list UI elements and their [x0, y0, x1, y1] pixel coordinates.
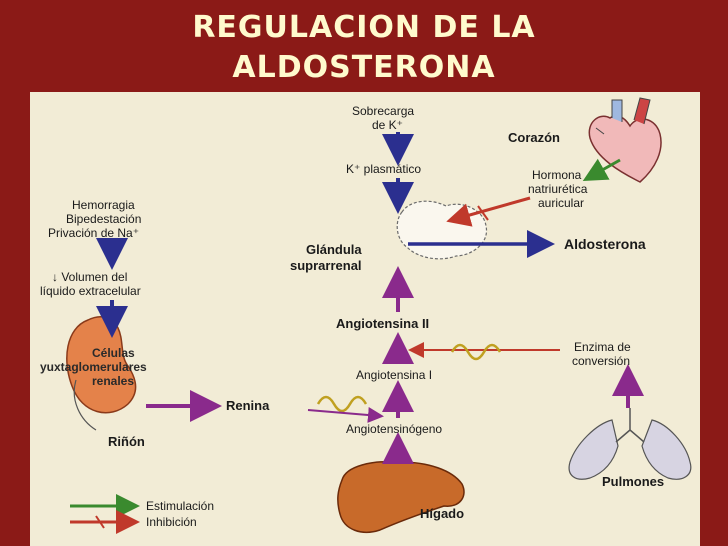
lungs-icon: [568, 408, 692, 480]
arrow-heart-to-anp: [582, 158, 621, 181]
label-k-overload-1: Sobrecarga: [352, 104, 415, 118]
label-renin: Renina: [226, 398, 270, 413]
label-anp-3: auricular: [538, 196, 585, 210]
slide-title-line-2: ALDOSTERONA: [232, 50, 496, 85]
label-hemorrhage-2: Bipedestación: [66, 212, 142, 226]
legend-inhibition-mark: [95, 515, 105, 529]
legend-inhibition-label: Inhibición: [146, 515, 197, 529]
liver-icon: [337, 460, 465, 534]
label-lungs: Pulmones: [602, 474, 665, 489]
arrow-anp-inhibits-adrenal: [446, 196, 531, 227]
adrenal-gland-icon: [396, 200, 488, 260]
label-ace-2: conversión: [572, 354, 631, 368]
label-adrenal-2: suprarrenal: [290, 258, 362, 273]
slide-title-line-1: REGULACION DE LA: [192, 10, 536, 45]
label-cells-3: renales: [92, 374, 135, 388]
label-angiotensin-2: Angiotensina II: [336, 316, 430, 331]
label-volume-2: líquido extracelular: [40, 284, 141, 298]
label-aldosterone: Aldosterona: [564, 236, 646, 252]
legend-stimulation-label: Estimulación: [146, 499, 215, 513]
label-angiotensinogen: Angiotensinógeno: [346, 422, 443, 436]
enzyme-wave-ace: [450, 343, 502, 361]
label-ace-1: Enzima de: [574, 340, 631, 354]
enzyme-wave-renin: [316, 395, 368, 413]
label-hemorrhage-1: Hemorragia: [72, 198, 135, 212]
label-adrenal-1: Glándula: [306, 242, 362, 257]
arrow-renin-to-angiotensinogen: [307, 407, 384, 423]
label-heart: Corazón: [508, 130, 560, 145]
inhibition-marker: [477, 205, 489, 221]
label-k-plasma: K⁺ plasmático: [346, 162, 422, 176]
label-liver: Hígado: [420, 506, 465, 521]
label-k-overload-2: de K⁺: [372, 118, 404, 132]
slide-title: REGULACION DE LA ALDOSTERONA: [0, 8, 728, 88]
label-kidney: Riñón: [108, 434, 145, 449]
heart-icon: [588, 97, 662, 183]
label-anp-1: Hormona: [532, 168, 582, 182]
label-angiotensin-1: Angiotensina I: [356, 368, 433, 382]
label-hemorrhage-3: Privación de Na⁺: [48, 226, 140, 240]
label-anp-2: natriurética: [528, 182, 588, 196]
label-volume-1: ↓ Volumen del: [52, 270, 128, 284]
label-cells-1: Células: [92, 346, 135, 360]
label-cells-2: yuxtaglomerulares: [40, 360, 147, 374]
